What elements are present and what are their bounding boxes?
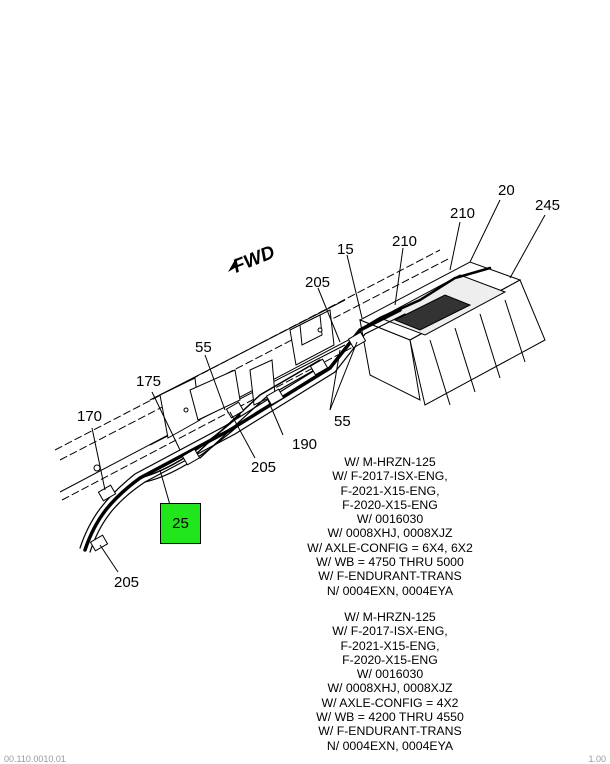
callout-205-bottom: 205 <box>114 574 139 591</box>
note-line: W/ AXLE-CONFIG = 6X4, 6X2 <box>307 540 473 555</box>
note-line: W/ 0008XHJ, 0008XJZ <box>327 681 453 696</box>
battery-box <box>358 261 546 406</box>
callout-245: 245 <box>535 197 560 214</box>
callout-25-highlight[interactable]: 25 <box>160 503 201 544</box>
note-line: F-2021-X15-ENG, <box>340 638 440 653</box>
forward-arrow-icon <box>228 258 238 272</box>
note-line: W/ 0016030 <box>356 512 424 527</box>
callout-210-lower: 210 <box>392 233 417 250</box>
note-line: F-2020-X15-ENG <box>342 497 438 512</box>
note-line: W/ F-2017-ISX-ENG, <box>332 469 448 484</box>
callout-20: 20 <box>498 182 515 199</box>
note-line: F-2020-X15-ENG <box>342 652 438 667</box>
note-line: W/ 0016030 <box>356 667 424 682</box>
applicability-notes-second: W/ M-HRZN-125 W/ F-2017-ISX-ENG, F-2021-… <box>290 610 490 753</box>
callout-175: 175 <box>136 373 161 390</box>
note-line: W/ M-HRZN-125 <box>344 610 436 624</box>
applicability-notes-first: W/ M-HRZN-125 W/ F-2017-ISX-ENG, F-2021-… <box>290 455 490 598</box>
note-line: W/ AXLE-CONFIG = 4X2 <box>321 695 459 710</box>
note-line: W/ WB = 4200 THRU 4550 <box>316 710 464 725</box>
callout-210-upper: 210 <box>450 205 475 222</box>
callout-55-left: 55 <box>195 339 212 356</box>
callout-55-right: 55 <box>334 413 351 430</box>
footer-drawing-number: 00.110.0010.01 <box>4 754 66 764</box>
note-line: N/ 0004EXN, 0004EYA <box>326 583 454 598</box>
callout-205-middle: 205 <box>251 459 276 476</box>
callout-170: 170 <box>77 408 102 425</box>
leader-lines <box>91 199 546 573</box>
note-line: W/ F-ENDURANT-TRANS <box>318 569 462 584</box>
note-line: W/ 0008XHJ, 0008XJZ <box>327 526 453 541</box>
callouts: 20 245 210 210 15 205 55 175 170 190 205… <box>77 182 560 591</box>
note-line: W/ M-HRZN-125 <box>344 455 436 469</box>
note-line: W/ F-ENDURANT-TRANS <box>318 724 462 739</box>
callout-205-top: 205 <box>305 274 330 291</box>
note-line: W/ WB = 4750 THRU 5000 <box>316 555 464 570</box>
footer-page-number: 1.00 <box>588 754 606 764</box>
callout-25: 25 <box>172 515 189 532</box>
note-line: N/ 0004EXN, 0004EYA <box>326 738 454 753</box>
note-line: F-2021-X15-ENG, <box>340 483 440 498</box>
callout-190: 190 <box>292 436 317 453</box>
frame-brackets <box>93 309 335 472</box>
callout-15: 15 <box>337 241 354 258</box>
forward-label: FWD <box>230 242 278 278</box>
forward-direction-indicator: FWD <box>228 242 278 278</box>
note-line: W/ F-2017-ISX-ENG, <box>332 624 448 639</box>
